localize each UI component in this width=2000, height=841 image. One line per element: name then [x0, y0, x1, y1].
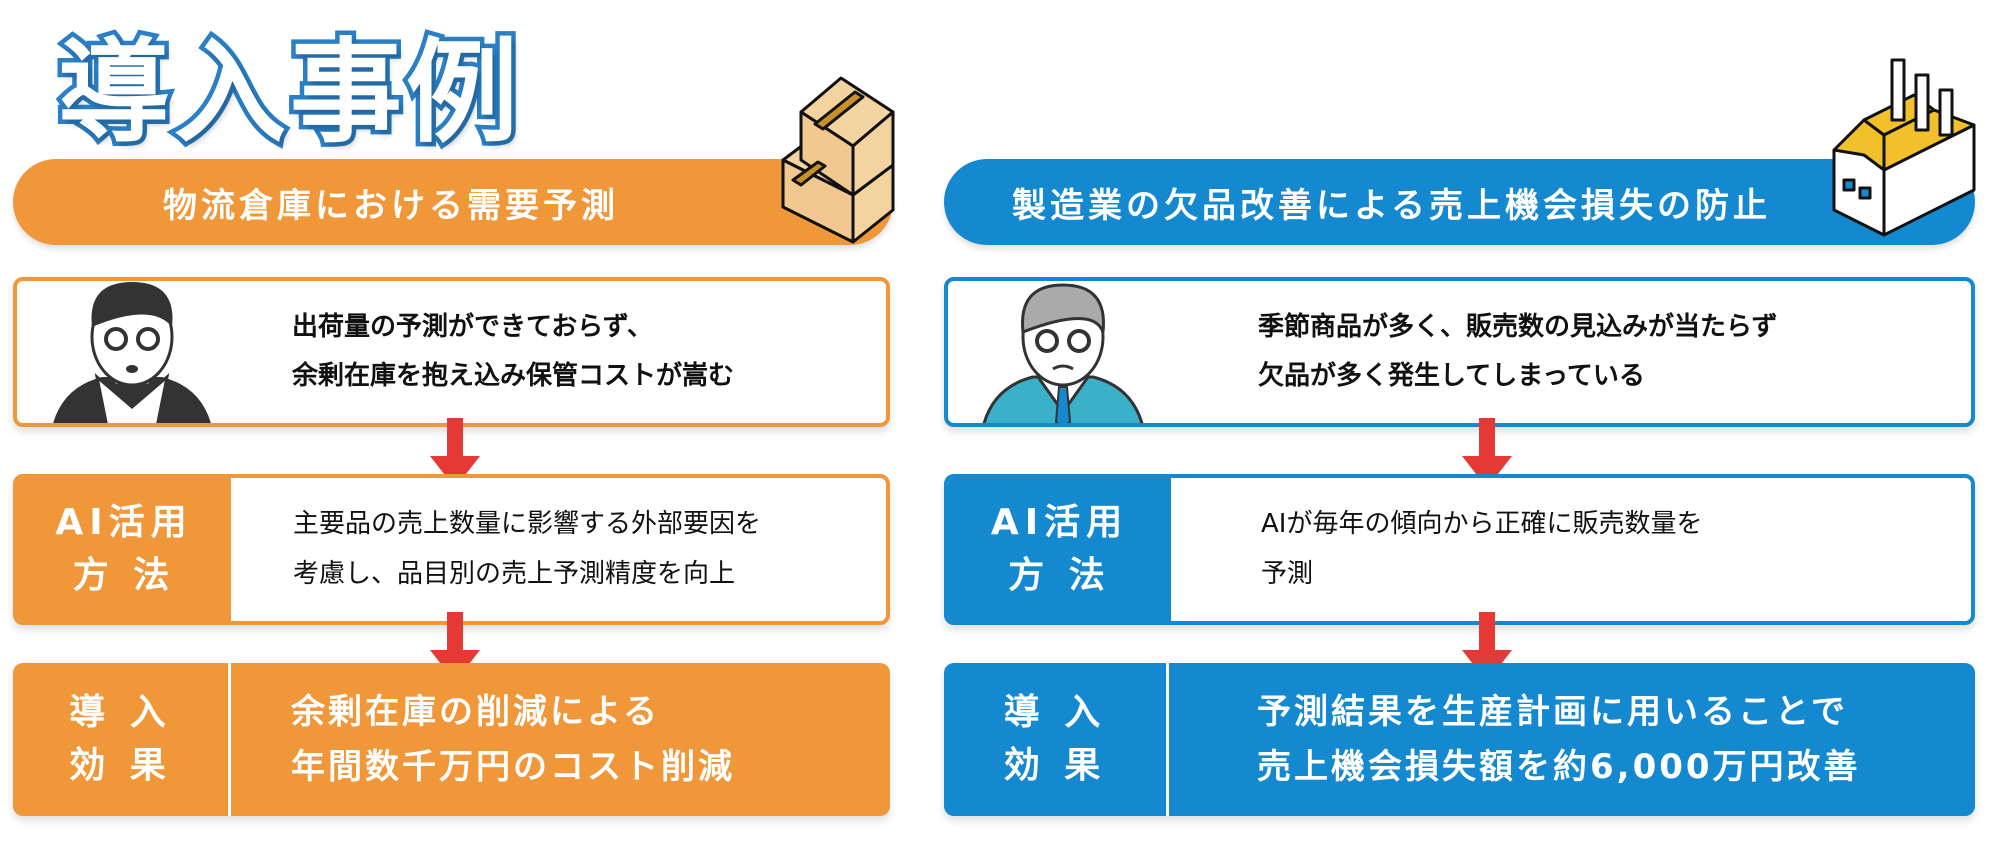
label-line: 方 法: [1008, 554, 1111, 596]
problem-line: 欠品が多く発生してしまっている: [1258, 361, 1645, 391]
effect-text: 余剰在庫の削減による 年間数千万円のコスト削減: [231, 663, 735, 816]
factory-icon: [1832, 58, 1976, 237]
effect-box: 導 入 効 果 余剰在庫の削減による 年間数千万円のコスト削減: [13, 663, 890, 816]
case-logistics: 物流倉庫における需要予測 出荷量の予測ができておらず、 余剰在庫を抱え込み保管コ…: [13, 0, 895, 841]
ai-line: 予測: [1261, 558, 1314, 589]
problem-box: 出荷量の予測ができておらず、 余剰在庫を抱え込み保管コストが嵩む: [13, 277, 890, 427]
ai-method-box: AI活用 方 法 AIが毎年の傾向から正確に販売数量を 予測: [944, 474, 1975, 625]
case-header-title: 製造業の欠品改善による売上機会損失の防止: [1012, 185, 1771, 226]
ai-line: 考慮し、品目別の売上予測精度を向上: [293, 558, 736, 589]
ai-method-box: AI活用 方 法 主要品の売上数量に影響する外部要因を 考慮し、品目別の売上予測…: [13, 474, 890, 625]
case-header: 物流倉庫における需要予測: [13, 159, 893, 245]
effect-line: 余剰在庫の削減による: [291, 692, 660, 733]
problem-line: 季節商品が多く、販売数の見込みが当たらず: [1258, 311, 1778, 342]
case-manufacturing: 製造業の欠品改善による売上機会損失の防止 季節商品が多く、販売数の見込みが当たら…: [944, 0, 1976, 841]
case-header: 製造業の欠品改善による売上機会損失の防止: [944, 159, 1975, 245]
page-title: 導入事例: [54, 24, 523, 163]
worker-avatar-icon: [53, 282, 211, 423]
ai-method-label: AI活用 方 法: [17, 478, 231, 621]
ai-line: AIが毎年の傾向から正確に販売数量を: [1261, 509, 1703, 540]
label-line: AI活用: [55, 502, 193, 544]
effect-label: 導 入 効 果: [13, 663, 231, 816]
problem-line: 出荷量の予測ができておらず、: [292, 311, 653, 342]
problem-line: 余剰在庫を抱え込み保管コストが嵩む: [292, 361, 735, 391]
manager-avatar-icon: [982, 283, 1144, 423]
problem-box: 季節商品が多く、販売数の見込みが当たらず 欠品が多く発生してしまっている: [944, 277, 1975, 427]
effect-box: 導 入 効 果 予測結果を生産計画に用いることで 売上機会損失額を約6,000万…: [944, 663, 1975, 816]
ai-method-text: 主要品の売上数量に影響する外部要因を 考慮し、品目別の売上予測精度を向上: [231, 478, 761, 621]
down-arrow-icon: [430, 418, 480, 488]
label-line: 導 入: [69, 692, 172, 734]
down-arrow-icon: [1462, 418, 1512, 488]
effect-line: 売上機会損失額を約6,000万円改善: [1257, 746, 1861, 787]
problem-text: 季節商品が多く、販売数の見込みが当たらず 欠品が多く発生してしまっている: [1258, 281, 1777, 423]
ai-line: 主要品の売上数量に影響する外部要因を: [293, 509, 762, 540]
label-line: 効 果: [1003, 744, 1107, 786]
effect-line: 年間数千万円のコスト削減: [291, 746, 735, 787]
problem-text: 出荷量の予測ができておらず、 余剰在庫を抱え込み保管コストが嵩む: [292, 281, 734, 423]
effect-line: 予測結果を生産計画に用いることで: [1257, 692, 1848, 733]
ai-method-label: AI活用 方 法: [948, 478, 1171, 621]
label-line: 効 果: [69, 744, 172, 786]
effect-label: 導 入 効 果: [944, 663, 1169, 816]
case-header-title: 物流倉庫における需要予測: [163, 185, 619, 226]
label-line: AI活用: [990, 502, 1129, 544]
boxes-icon: [781, 76, 895, 244]
label-line: 導 入: [1003, 692, 1107, 734]
effect-text: 予測結果を生産計画に用いることで 売上機会損失額を約6,000万円改善: [1169, 663, 1861, 816]
ai-method-text: AIが毎年の傾向から正確に販売数量を 予測: [1171, 478, 1702, 621]
label-line: 方 法: [72, 554, 176, 596]
